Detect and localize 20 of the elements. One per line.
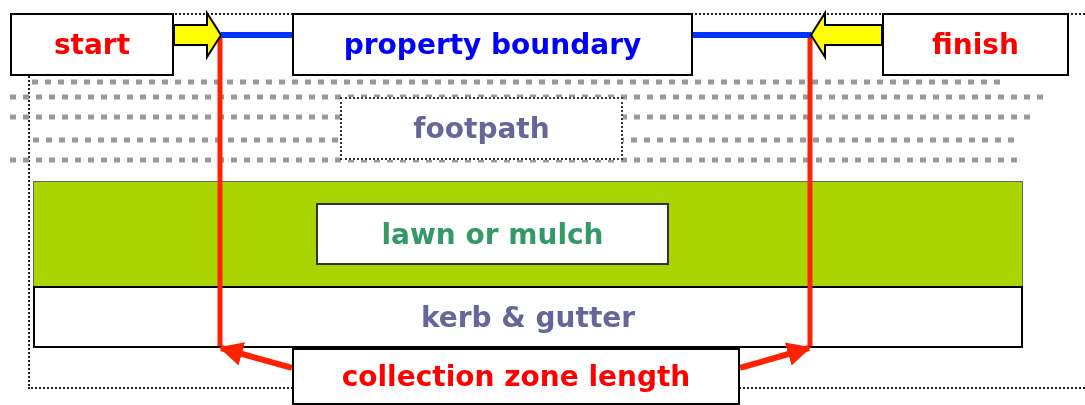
boundary-line — [221, 32, 292, 39]
label-box — [10, 13, 174, 76]
lawn-label: lawn or mulch — [381, 216, 604, 252]
kerb-band — [33, 286, 1023, 348]
boundary-label: property boundary — [343, 27, 642, 62]
label-box — [316, 203, 669, 265]
footpath-label: footpath — [413, 111, 550, 146]
label-box — [882, 13, 1069, 76]
arrow — [739, 342, 812, 371]
block-arrow — [809, 9, 883, 61]
collection-label: collection zone length — [341, 359, 691, 394]
block-arrow — [173, 9, 223, 61]
kerb-label: kerb & gutter — [420, 299, 636, 335]
footpath-box — [340, 97, 623, 160]
arrow — [218, 342, 293, 371]
label-box — [292, 13, 693, 76]
label-box — [292, 348, 740, 405]
boundary-line — [693, 32, 811, 39]
finish-label: finish — [932, 27, 1019, 62]
start-label: start — [53, 27, 131, 62]
